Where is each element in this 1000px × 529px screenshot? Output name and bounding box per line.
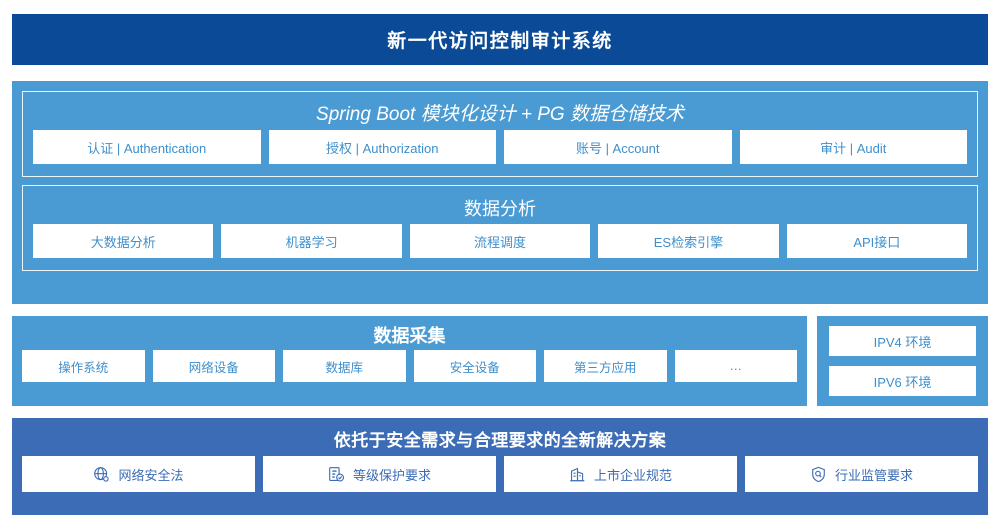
analysis-item-api[interactable]: API接口 — [786, 224, 968, 258]
chip-label: 第三方应用 — [573, 360, 637, 375]
page-title: 新一代访问控制审计系统 — [387, 31, 613, 52]
chip-label: 数据库 — [325, 360, 363, 375]
compliance-panel: 依托于安全需求与合理要求的全新解决方案 网络安全法 — [12, 418, 988, 515]
platform-chip-row: 认证 | Authentication 授权 | Authorization 账… — [33, 130, 967, 164]
chip-label: IPV4 环境 — [873, 334, 932, 350]
platform-group-title: Spring Boot 模块化设计 + PG 数据仓储技术 — [316, 104, 684, 125]
chip-label: 审计 | Audit — [820, 140, 887, 156]
platform-item-audit[interactable]: 审计 | Audit — [739, 130, 967, 164]
compliance-title: 依托于安全需求与合理要求的全新解决方案 — [333, 431, 667, 450]
analysis-item-bigdata[interactable]: 大数据分析 — [33, 224, 214, 258]
analysis-item-process-scheduling[interactable]: 流程调度 — [409, 224, 591, 258]
collection-title: 数据采集 — [373, 326, 446, 346]
environment-item-ipv6[interactable]: IPV6 环境 — [829, 366, 976, 396]
environment-panel: IPV4 环境 IPV6 环境 — [817, 316, 988, 406]
chip-label: 安全设备 — [449, 360, 500, 375]
chip-label: 授权 | Authorization — [326, 140, 439, 156]
chip-label: 等级保护要求 — [352, 467, 431, 483]
platform-item-authentication[interactable]: 认证 | Authentication — [33, 130, 261, 164]
collection-panel: 数据采集 操作系统 网络设备 数据库 安全设备 第三方应用 … — [12, 316, 807, 406]
analysis-item-machine-learning[interactable]: 机器学习 — [221, 224, 402, 258]
collection-item-os[interactable]: 操作系统 — [22, 350, 145, 382]
chip-label: … — [729, 359, 743, 373]
header-banner: 新一代访问控制审计系统 — [12, 14, 988, 65]
compliance-item-classified-protection[interactable]: 等级保护要求 — [263, 456, 496, 492]
compliance-item-listed-enterprise[interactable]: 上市企业规范 — [504, 456, 737, 492]
globe-network-icon — [93, 466, 110, 483]
chip-label: 大数据分析 — [90, 234, 156, 250]
office-building-icon — [569, 466, 586, 483]
platform-item-authorization[interactable]: 授权 | Authorization — [268, 130, 496, 164]
chip-label: 机器学习 — [285, 234, 338, 250]
chip-label: API接口 — [853, 234, 901, 250]
chip-label: 上市企业规范 — [593, 467, 672, 483]
document-check-icon — [328, 466, 345, 483]
analysis-group-title: 数据分析 — [464, 199, 536, 219]
chip-label: 认证 | Authentication — [87, 140, 207, 156]
chip-label: 行业监管要求 — [834, 467, 913, 483]
platform-group: Spring Boot 模块化设计 + PG 数据仓储技术 认证 | Authe… — [22, 91, 978, 177]
environment-item-ipv4[interactable]: IPV4 环境 — [829, 326, 976, 356]
shield-search-icon — [810, 466, 827, 483]
collection-item-security-device[interactable]: 安全设备 — [413, 350, 536, 382]
chip-label: 操作系统 — [58, 360, 109, 375]
chip-label: 账号 | Account — [575, 140, 660, 156]
platform-analysis-panel: Spring Boot 模块化设计 + PG 数据仓储技术 认证 | Authe… — [12, 81, 988, 304]
collection-item-more[interactable]: … — [674, 350, 797, 382]
chip-label: 网络安全法 — [118, 467, 184, 483]
chip-label: IPV6 环境 — [873, 374, 932, 390]
compliance-item-cybersecurity-law[interactable]: 网络安全法 — [22, 456, 255, 492]
chip-label: 网络设备 — [188, 360, 239, 375]
analysis-chip-row: 大数据分析 机器学习 流程调度 ES检索引擎 API接口 — [33, 224, 968, 258]
compliance-chip-row: 网络安全法 等级保护要求 — [22, 456, 978, 492]
platform-item-account[interactable]: 账号 | Account — [504, 130, 732, 164]
analysis-item-es-search[interactable]: ES检索引擎 — [598, 224, 779, 258]
collection-chip-row: 操作系统 网络设备 数据库 安全设备 第三方应用 … — [22, 350, 797, 382]
analysis-group: 数据分析 大数据分析 机器学习 流程调度 ES检索引擎 API接口 — [22, 185, 978, 271]
collection-item-network-device[interactable]: 网络设备 — [152, 350, 275, 382]
collection-item-database[interactable]: 数据库 — [283, 350, 406, 382]
compliance-item-industry-regulation[interactable]: 行业监管要求 — [745, 456, 978, 492]
chip-label: 流程调度 — [474, 234, 527, 250]
collection-item-third-party-app[interactable]: 第三方应用 — [544, 350, 667, 382]
chip-label: ES检索引擎 — [653, 234, 724, 250]
